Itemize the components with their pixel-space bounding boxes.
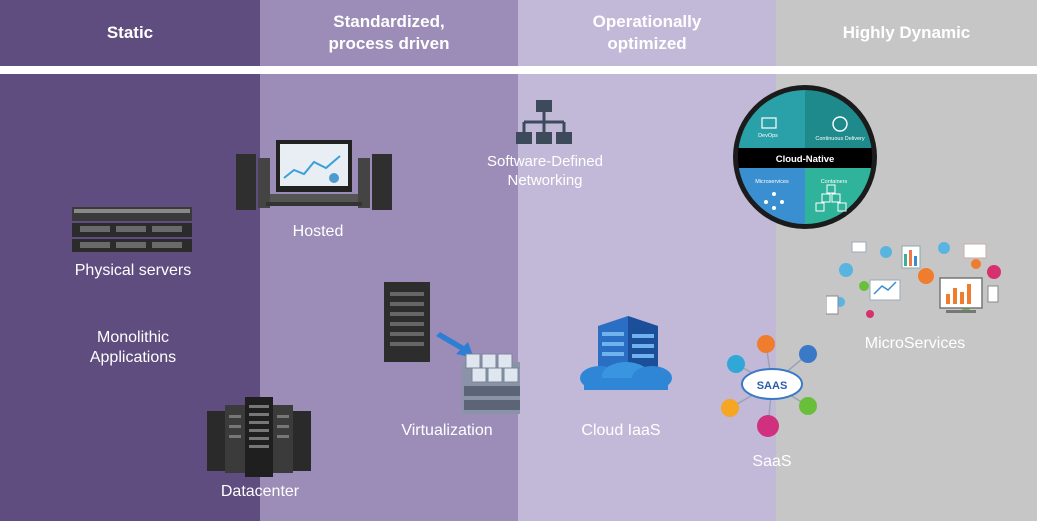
stage-title: Static <box>106 23 154 42</box>
network-topology-icon <box>516 100 572 151</box>
quadrant-containers: Containers <box>821 179 848 185</box>
hosted-server-icon <box>236 140 392 217</box>
microservices-cluster-icon <box>825 236 1010 333</box>
quadrant-devops: DevOps <box>758 133 778 139</box>
stage-title: Operationally optimized <box>592 12 702 53</box>
label-saas: SaaS <box>752 453 792 470</box>
stage-header-dynamic: Highly Dynamic <box>776 0 1037 66</box>
datacenter-icon <box>207 397 315 482</box>
virtualization-icon <box>384 282 526 423</box>
saas-badge-text: SAAS <box>757 380 788 392</box>
label-software-defined-networking: Software-Defined Networking <box>487 153 603 189</box>
quadrant-continuous-delivery: Continuous Delivery <box>815 136 864 142</box>
stage-column-optimized <box>518 74 776 521</box>
stage-header-static: Static <box>0 0 260 66</box>
label-physical-servers: Physical servers <box>74 262 192 279</box>
label-cloud-iaas: Cloud IaaS <box>581 422 661 439</box>
label-hosted: Hosted <box>292 223 344 240</box>
stage-header-optimized: Operationally optimized <box>518 0 776 66</box>
rack-server-icon <box>72 207 194 258</box>
label-microservices: MicroServices <box>864 335 966 352</box>
cloud-native-center: Cloud-Native <box>776 154 835 165</box>
label-virtualization: Virtualization <box>401 422 493 439</box>
saas-cloud-icon: SAAS <box>716 330 828 445</box>
cloud-building-icon <box>580 316 672 399</box>
quadrant-microservices: Microservices <box>755 179 789 185</box>
stage-title: Highly Dynamic <box>842 23 971 42</box>
label-monolithic-applications: Monolithic Applications <box>89 329 177 366</box>
stage-header-standardized: Standardized, process driven <box>260 0 518 66</box>
stage-title: Standardized, process driven <box>328 12 450 53</box>
cloud-native-diagram: DevOps Continuous Delivery Cloud-Native … <box>732 84 878 235</box>
label-datacenter: Datacenter <box>220 483 300 500</box>
